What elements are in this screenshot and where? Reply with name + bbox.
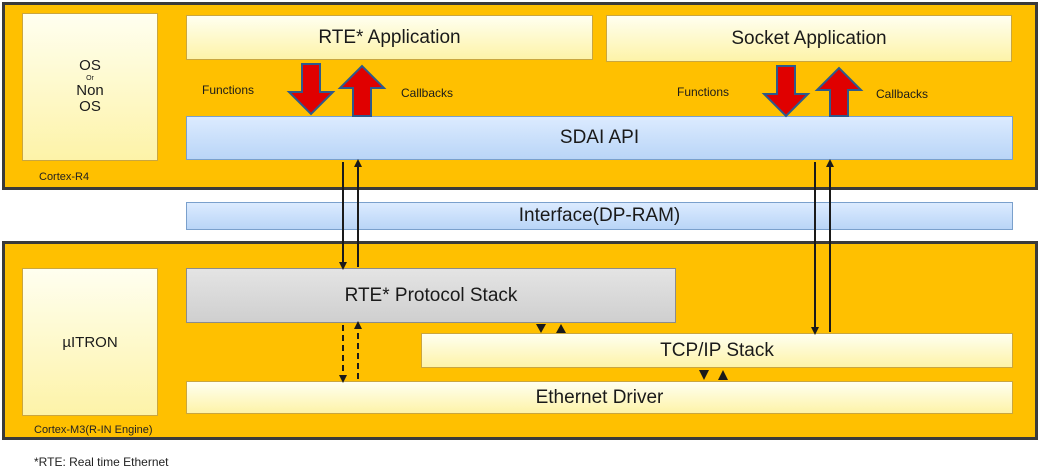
ethernet-driver-box: Ethernet Driver [186, 381, 1013, 414]
os-label: OS [79, 57, 101, 75]
interface-dp-ram-box: Interface(DP-RAM) [186, 202, 1013, 230]
rte-application-label: RTE* Application [318, 26, 461, 48]
sdai-api-label: SDAI API [559, 127, 640, 148]
uitron-label: µITRON [62, 333, 118, 351]
rte-protocol-stack-box: RTE* Protocol Stack [186, 268, 676, 323]
callbacks-label-right: Callbacks [876, 87, 929, 101]
ethernet-driver-label: Ethernet Driver [535, 386, 664, 408]
socket-application-box: Socket Application [606, 15, 1012, 62]
os-label-2: OS [79, 98, 101, 116]
cortex-m3-label: Cortex-M3(R-IN Engine) [34, 424, 153, 436]
tcpip-stack-box: TCP/IP Stack [421, 333, 1013, 368]
sdai-api-box: SDAI API [186, 116, 1013, 160]
rte-protocol-stack-label: RTE* Protocol Stack [344, 284, 518, 306]
uitron-block: µITRON [22, 268, 158, 416]
socket-application-label: Socket Application [731, 27, 887, 49]
rte-application-box: RTE* Application [186, 15, 593, 60]
cortex-r4-label: Cortex-R4 [39, 171, 90, 183]
footnote: *RTE: Real time Ethernet [34, 455, 169, 469]
or-label: Or [86, 74, 94, 82]
interface-dp-ram-label: Interface(DP-RAM) [518, 205, 681, 226]
os-block: OS Or Non OS [22, 13, 158, 161]
functions-label-right: Functions [677, 85, 730, 99]
tcpip-stack-label: TCP/IP Stack [660, 339, 774, 361]
non-label: Non [76, 81, 104, 99]
functions-label-left: Functions [202, 83, 255, 97]
callbacks-label-left: Callbacks [401, 86, 454, 100]
